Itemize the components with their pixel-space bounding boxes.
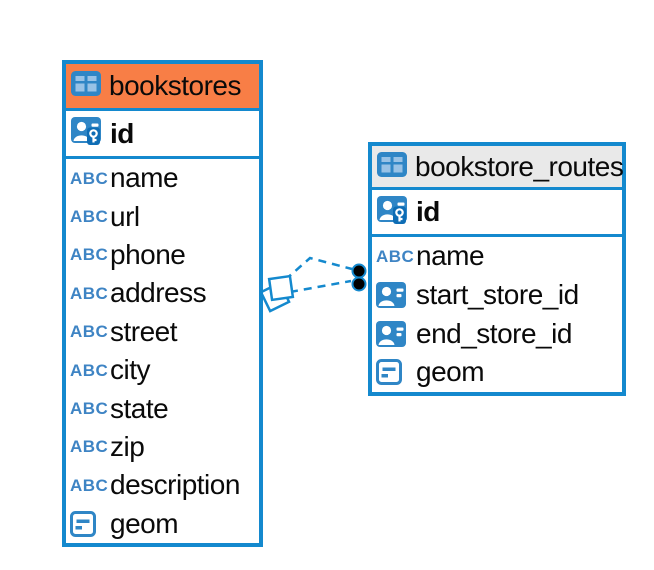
- table-name: bookstore_routes: [415, 150, 624, 182]
- column-name: city: [110, 354, 151, 386]
- column-name: name: [416, 240, 485, 272]
- geometry-type-icon: [70, 511, 110, 537]
- column-row-url[interactable]: ABC url: [66, 197, 259, 235]
- relation-line-upper[interactable]: [284, 256, 353, 281]
- column-name: id: [110, 117, 134, 149]
- column-name: end_store_id: [416, 317, 572, 349]
- column-name: state: [110, 392, 169, 424]
- column-row-city[interactable]: ABC city: [66, 351, 259, 389]
- column-row-end-store-id[interactable]: end_store_id: [372, 314, 622, 353]
- table-icon: [377, 152, 407, 182]
- text-type-icon: ABC: [70, 360, 109, 380]
- text-type-icon: ABC: [70, 399, 109, 419]
- column-name: start_store_id: [416, 279, 579, 311]
- text-type-icon: ABC: [70, 322, 109, 342]
- column-row-id[interactable]: id: [66, 111, 259, 159]
- column-name: geom: [416, 356, 485, 388]
- column-row-phone[interactable]: ABC phone: [66, 236, 259, 274]
- column-row-address[interactable]: ABC address: [66, 274, 259, 312]
- column-name: description: [110, 469, 240, 501]
- text-type-icon: ABC: [70, 245, 109, 265]
- table-name: bookstores: [109, 70, 241, 101]
- column-row-street[interactable]: ABC street: [66, 313, 259, 351]
- column-row-name[interactable]: ABC name: [66, 159, 259, 197]
- column-list: ABC name start_store_id end_store_id ge: [372, 237, 622, 392]
- text-type-icon: ABC: [70, 207, 109, 227]
- table-icon: [71, 71, 101, 101]
- text-type-icon: ABC: [70, 168, 109, 188]
- geometry-type-icon: [376, 359, 416, 385]
- column-row-zip[interactable]: ABC zip: [66, 428, 259, 466]
- column-row-start-store-id[interactable]: start_store_id: [372, 276, 622, 315]
- column-name: address: [110, 277, 207, 309]
- column-name: street: [110, 315, 178, 347]
- column-row-name[interactable]: ABC name: [372, 237, 622, 276]
- relation-diamond-endpoint[interactable]: [259, 274, 295, 313]
- column-row-description[interactable]: ABC description: [66, 466, 259, 504]
- column-row-id[interactable]: id: [372, 190, 622, 237]
- primary-key-icon: [71, 117, 101, 150]
- column-row-state[interactable]: ABC state: [66, 389, 259, 427]
- relation-dot-endpoint[interactable]: [351, 263, 367, 279]
- column-name: id: [416, 196, 440, 227]
- table-bookstores-header[interactable]: bookstores: [66, 64, 259, 111]
- column-name: geom: [110, 507, 179, 539]
- column-list: ABC name ABC url ABC phone ABC address A…: [66, 159, 259, 543]
- column-name: url: [110, 200, 140, 232]
- table-bookstore-routes[interactable]: bookstore_routes id ABC name start_store…: [368, 142, 626, 396]
- text-type-icon: ABC: [70, 475, 109, 495]
- table-bookstore-routes-header[interactable]: bookstore_routes: [372, 146, 624, 190]
- column-row-geom[interactable]: geom: [66, 505, 259, 543]
- relation-dot-endpoint[interactable]: [351, 276, 367, 292]
- text-type-icon: ABC: [70, 283, 109, 303]
- column-name: name: [110, 162, 179, 194]
- table-bookstores[interactable]: bookstores id ABC name ABC url ABC phone…: [62, 60, 263, 547]
- reference-type-icon: [376, 321, 416, 347]
- reference-type-icon: [376, 282, 416, 308]
- relation-line-lower[interactable]: [289, 279, 352, 294]
- text-type-icon: ABC: [376, 246, 415, 266]
- column-row-geom[interactable]: geom: [372, 353, 622, 392]
- column-name: phone: [110, 238, 186, 270]
- text-type-icon: ABC: [70, 437, 109, 457]
- primary-key-icon: [377, 196, 407, 229]
- column-name: zip: [110, 430, 145, 462]
